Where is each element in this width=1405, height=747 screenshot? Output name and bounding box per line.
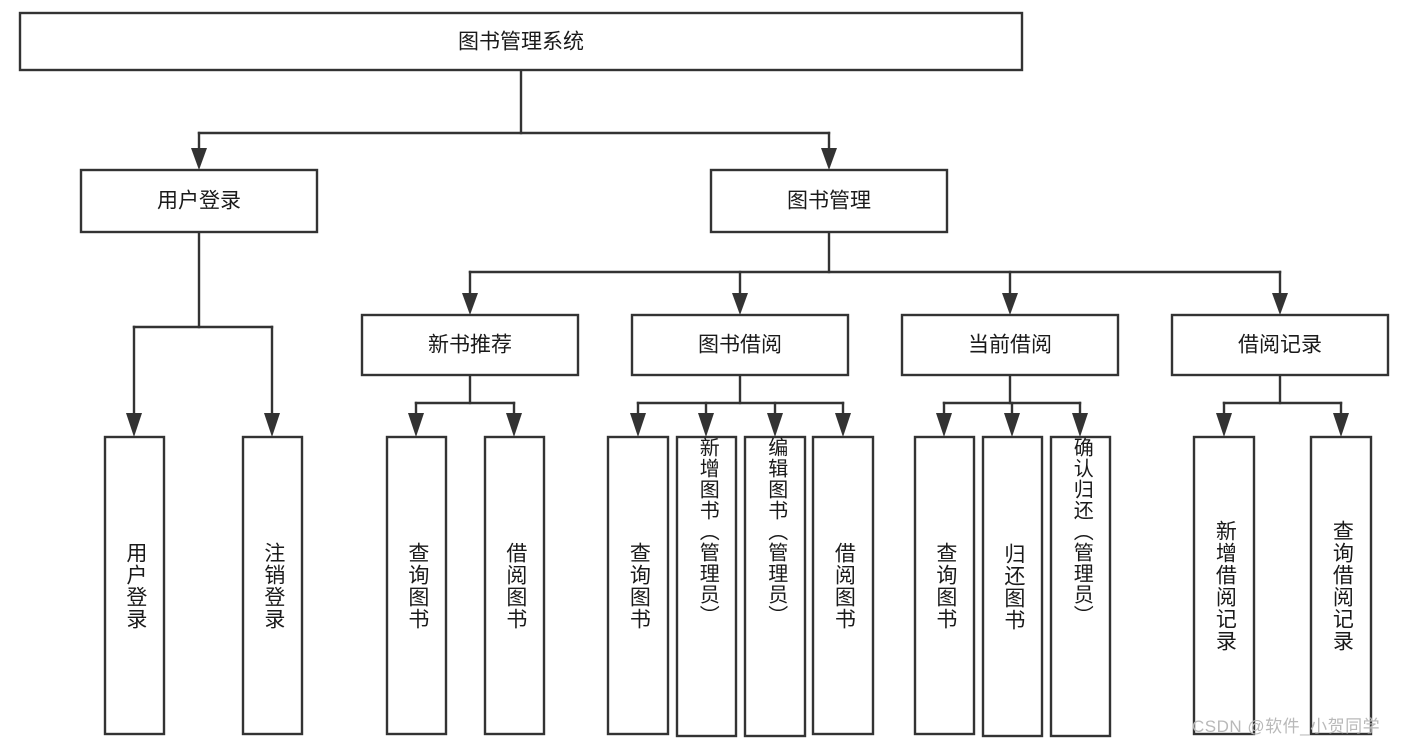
- leaf-box-add-borrow-record[interactable]: [1192, 435, 1256, 736]
- arrow-head-borrow-leaf-2: [698, 413, 714, 437]
- leaf-boxes-borrow-record: [1192, 435, 1373, 736]
- node-new-book-recommend-label: 新书推荐: [428, 334, 512, 357]
- csdn-watermark: CSDN @软件_小贺同学: [1192, 717, 1381, 736]
- arrow-head-borrow-leaf-4: [835, 413, 851, 437]
- connector-group-current-to-leaves: [936, 373, 1088, 437]
- arrow-head-borrow: [732, 293, 748, 315]
- node-book-manage-box[interactable]: [709, 168, 949, 234]
- node-user-login[interactable]: 用户登录: [79, 168, 319, 234]
- leaf-boxes-user-login: [103, 435, 304, 736]
- leaf-box-return-book[interactable]: [981, 435, 1044, 738]
- connector-group-borrow-to-leaves: [630, 373, 851, 437]
- arrow-head-record: [1272, 293, 1288, 315]
- node-root-box[interactable]: [18, 11, 1024, 72]
- node-user-login-label: 用户登录: [157, 190, 241, 213]
- node-book-manage[interactable]: 图书管理: [709, 168, 949, 234]
- leaf-box-query-book-1[interactable]: [385, 435, 448, 736]
- node-root[interactable]: 图书管理系统: [18, 11, 1024, 72]
- node-borrow-record-box[interactable]: [1170, 313, 1390, 377]
- node-current-borrow-label: 当前借阅: [968, 334, 1052, 357]
- arrow-head-newbook: [462, 293, 478, 315]
- connector-group-book-manage-to-level3: [462, 230, 1288, 315]
- arrow-head-current-leaf-2: [1004, 413, 1020, 437]
- leaf-box-edit-book-admin[interactable]: [743, 435, 807, 738]
- arrow-head-current-leaf-1: [936, 413, 952, 437]
- node-current-borrow[interactable]: 当前借阅: [900, 313, 1120, 377]
- arrow-head-user-login: [191, 148, 207, 170]
- arrow-head-current: [1002, 293, 1018, 315]
- node-book-manage-label: 图书管理: [787, 190, 871, 213]
- connector-group-newbook-to-leaves: [408, 373, 522, 437]
- arrow-head-current-leaf-3: [1072, 413, 1088, 437]
- leaf-box-confirm-return-admin[interactable]: [1049, 435, 1112, 738]
- arrow-head-borrow-leaf-3: [767, 413, 783, 437]
- leaf-boxes-current-borrow: [913, 435, 1112, 738]
- node-book-borrow-box[interactable]: [630, 313, 850, 377]
- leaf-box-query-borrow-record[interactable]: [1309, 435, 1373, 736]
- node-user-login-box[interactable]: [79, 168, 319, 234]
- arrow-head-borrow-leaf-1: [630, 413, 646, 437]
- arrow-head-book-manage: [821, 148, 837, 170]
- arrow-head-record-leaf-2: [1333, 413, 1349, 437]
- arrow-head-leaf-user-login: [126, 413, 142, 437]
- node-new-book-recommend[interactable]: 新书推荐: [360, 313, 580, 377]
- leaf-box-query-book-2[interactable]: [606, 435, 670, 736]
- leaf-boxes-book-borrow: [606, 435, 875, 738]
- leaf-box-borrow-book-2[interactable]: [811, 435, 875, 736]
- connector-group-record-to-leaves: [1216, 373, 1349, 437]
- connector-group-root-to-level2: [191, 68, 837, 170]
- leaf-box-borrow-book-1[interactable]: [483, 435, 546, 736]
- arrow-head-leaf-logout: [264, 413, 280, 437]
- arrow-head-record-leaf-1: [1216, 413, 1232, 437]
- leaf-boxes-new-book-recommend: [385, 435, 546, 736]
- leaf-box-user-login[interactable]: [103, 435, 166, 736]
- node-book-borrow-label: 图书借阅: [698, 334, 782, 357]
- connector-group-user-login-to-leaves: [126, 230, 280, 437]
- arrow-head-newbook-leaf-1: [408, 413, 424, 437]
- leaf-box-add-book-admin[interactable]: [675, 435, 738, 738]
- leaf-box-logout[interactable]: [241, 435, 304, 736]
- leaf-box-query-book-3[interactable]: [913, 435, 976, 736]
- node-borrow-record-label: 借阅记录: [1238, 334, 1322, 357]
- arrow-head-newbook-leaf-2: [506, 413, 522, 437]
- node-book-borrow[interactable]: 图书借阅: [630, 313, 850, 377]
- node-current-borrow-box[interactable]: [900, 313, 1120, 377]
- node-new-book-recommend-box[interactable]: [360, 313, 580, 377]
- node-borrow-record[interactable]: 借阅记录: [1170, 313, 1390, 377]
- node-root-label: 图书管理系统: [458, 31, 584, 54]
